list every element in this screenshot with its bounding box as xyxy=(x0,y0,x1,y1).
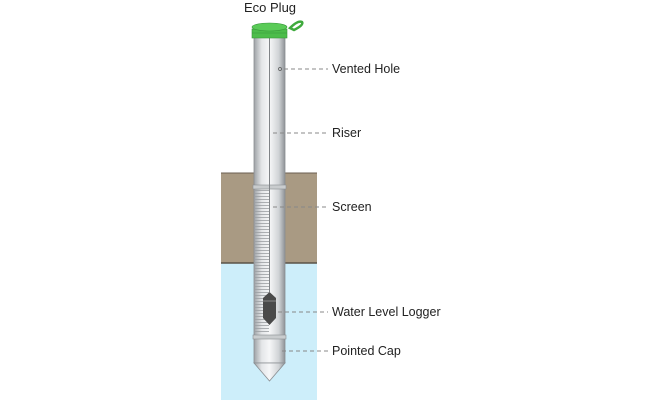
water-level-logger-label: Water Level Logger xyxy=(332,305,441,319)
eco-plug xyxy=(251,20,304,39)
pointed-cap-label: Pointed Cap xyxy=(332,344,401,358)
riser-label: Riser xyxy=(332,126,362,140)
vented-hole-mark xyxy=(278,67,282,71)
screen-label: Screen xyxy=(332,200,372,214)
vented-hole-label: Vented Hole xyxy=(332,62,401,76)
pointed-cap xyxy=(253,337,286,364)
leader-lines xyxy=(273,68,328,352)
eco-plug-label: Eco Plug xyxy=(244,0,297,15)
water-level-logger xyxy=(263,292,276,325)
